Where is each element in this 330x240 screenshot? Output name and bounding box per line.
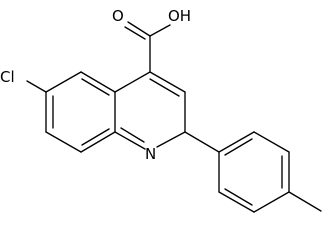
atom-label-hydroxyl: OH [168,7,191,25]
bond-c3-c4-inner [149,78,180,97]
bond-c6-cl [26,80,47,93]
bond-c3-c4 [149,71,186,93]
bond-c5p-c6p-inner [224,188,253,206]
atom-label-carbonyl-oxygen: O [112,7,124,25]
bond-carbonyl-outer [127,21,151,37]
bond-c7-c8 [45,131,82,153]
bond-c1p-c2p [218,131,255,153]
bond-c5p-c6p [218,191,255,213]
bond-c-oh [149,24,171,37]
bond-c4p-c5p [253,191,290,213]
bond-c4p-methyl [288,191,322,212]
bond-c1p-c2p-inner [224,138,253,156]
bond-c4a-c5-inner [81,78,110,96]
chemical-structure-diagram: O OH Cl N [0,7,322,213]
bond-c2p-c3p [253,131,290,153]
atom-labels: O OH Cl N [0,7,191,163]
atom-label-nitrogen: N [145,145,156,163]
bond-c8-c8a-inner [81,128,110,146]
atom-label-chlorine: Cl [0,68,15,86]
bond-c8-c8a [80,131,116,153]
bond-carbonyl-inner [124,26,146,40]
bond-lines [26,21,322,213]
bond-c2-c1p [184,131,220,153]
bond-c8a-n-inner [120,127,145,143]
bond-c4a-c5 [80,71,116,93]
bond-n-c2 [156,131,186,148]
bond-c4-c4a [114,71,151,93]
bond-c5-c6 [45,71,82,93]
bond-c8a-n [114,131,146,150]
